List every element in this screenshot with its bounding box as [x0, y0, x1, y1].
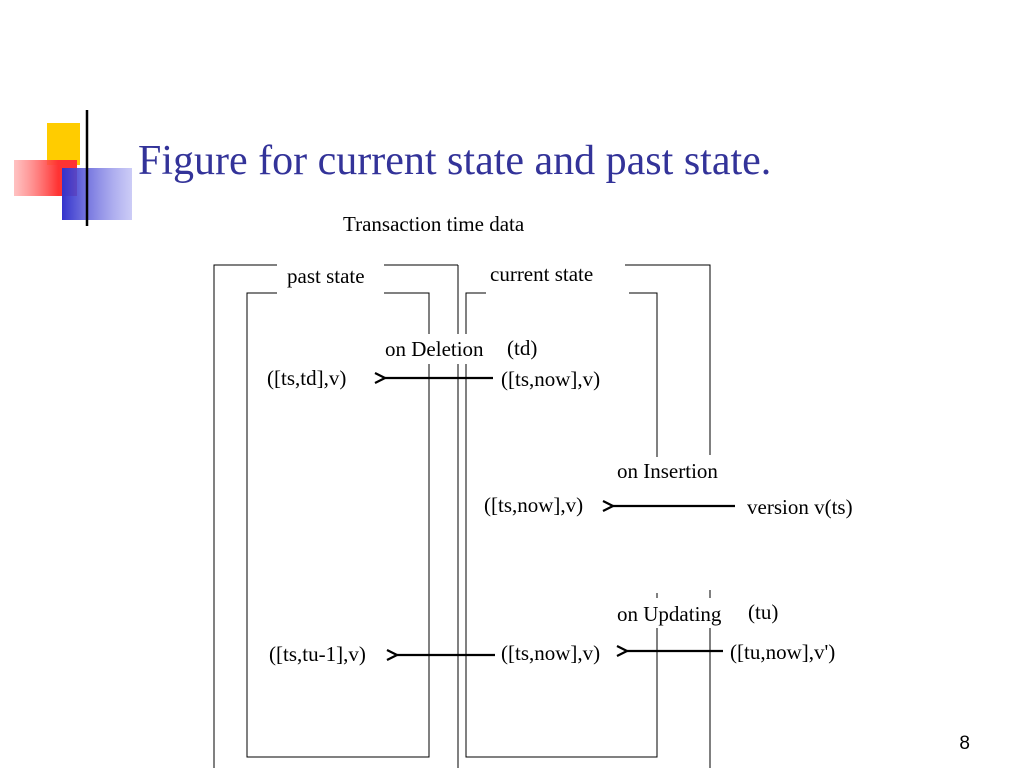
- deco-blue-square: [62, 168, 132, 220]
- past-state-inner-box: [246, 292, 430, 758]
- deletion-param: (td): [507, 336, 537, 360]
- updating-current-bg: [497, 638, 623, 668]
- insertion-current-value: ([ts,now],v): [484, 493, 583, 517]
- deco-yellow-square: [47, 123, 80, 165]
- deletion-label: on Deletion: [385, 337, 484, 361]
- updating-new-value: ([tu,now],v'): [730, 640, 835, 664]
- past-state-label: past state: [287, 264, 365, 288]
- slide-title: Figure for current state and past state.: [138, 138, 772, 184]
- deletion-current-value: ([ts,now],v): [501, 367, 600, 391]
- insertion-label: on Insertion: [617, 459, 718, 483]
- insertion-version: version v(ts): [747, 495, 853, 519]
- updating-new-bg: [726, 637, 862, 667]
- updating-past-value: ([ts,tu-1],v): [269, 642, 366, 666]
- insertion-to-bg: [480, 490, 610, 520]
- current-state-label: current state: [490, 262, 593, 286]
- deletion-from-bg: [497, 364, 627, 394]
- updating-past-bg: [264, 639, 394, 669]
- updating-label-bg: [612, 598, 792, 628]
- diagram-heading: Transaction time data: [343, 212, 525, 236]
- deletion-past-value: ([ts,td],v): [267, 366, 346, 390]
- updating-param: (tu): [748, 600, 778, 624]
- current-state-inner-box: [465, 292, 658, 758]
- page-number: 8: [959, 733, 970, 754]
- deletion-label-bg: [380, 334, 550, 364]
- deletion-to-bg: [262, 364, 370, 394]
- updating-label: on Updating: [617, 602, 722, 626]
- insertion-from-bg: [742, 492, 880, 522]
- insertion-label-bg: [612, 457, 746, 485]
- past-state-outer-box: [213, 264, 458, 768]
- slide-decoration-logo: [14, 110, 1000, 226]
- updating-current-value: ([ts,now],v): [501, 641, 600, 665]
